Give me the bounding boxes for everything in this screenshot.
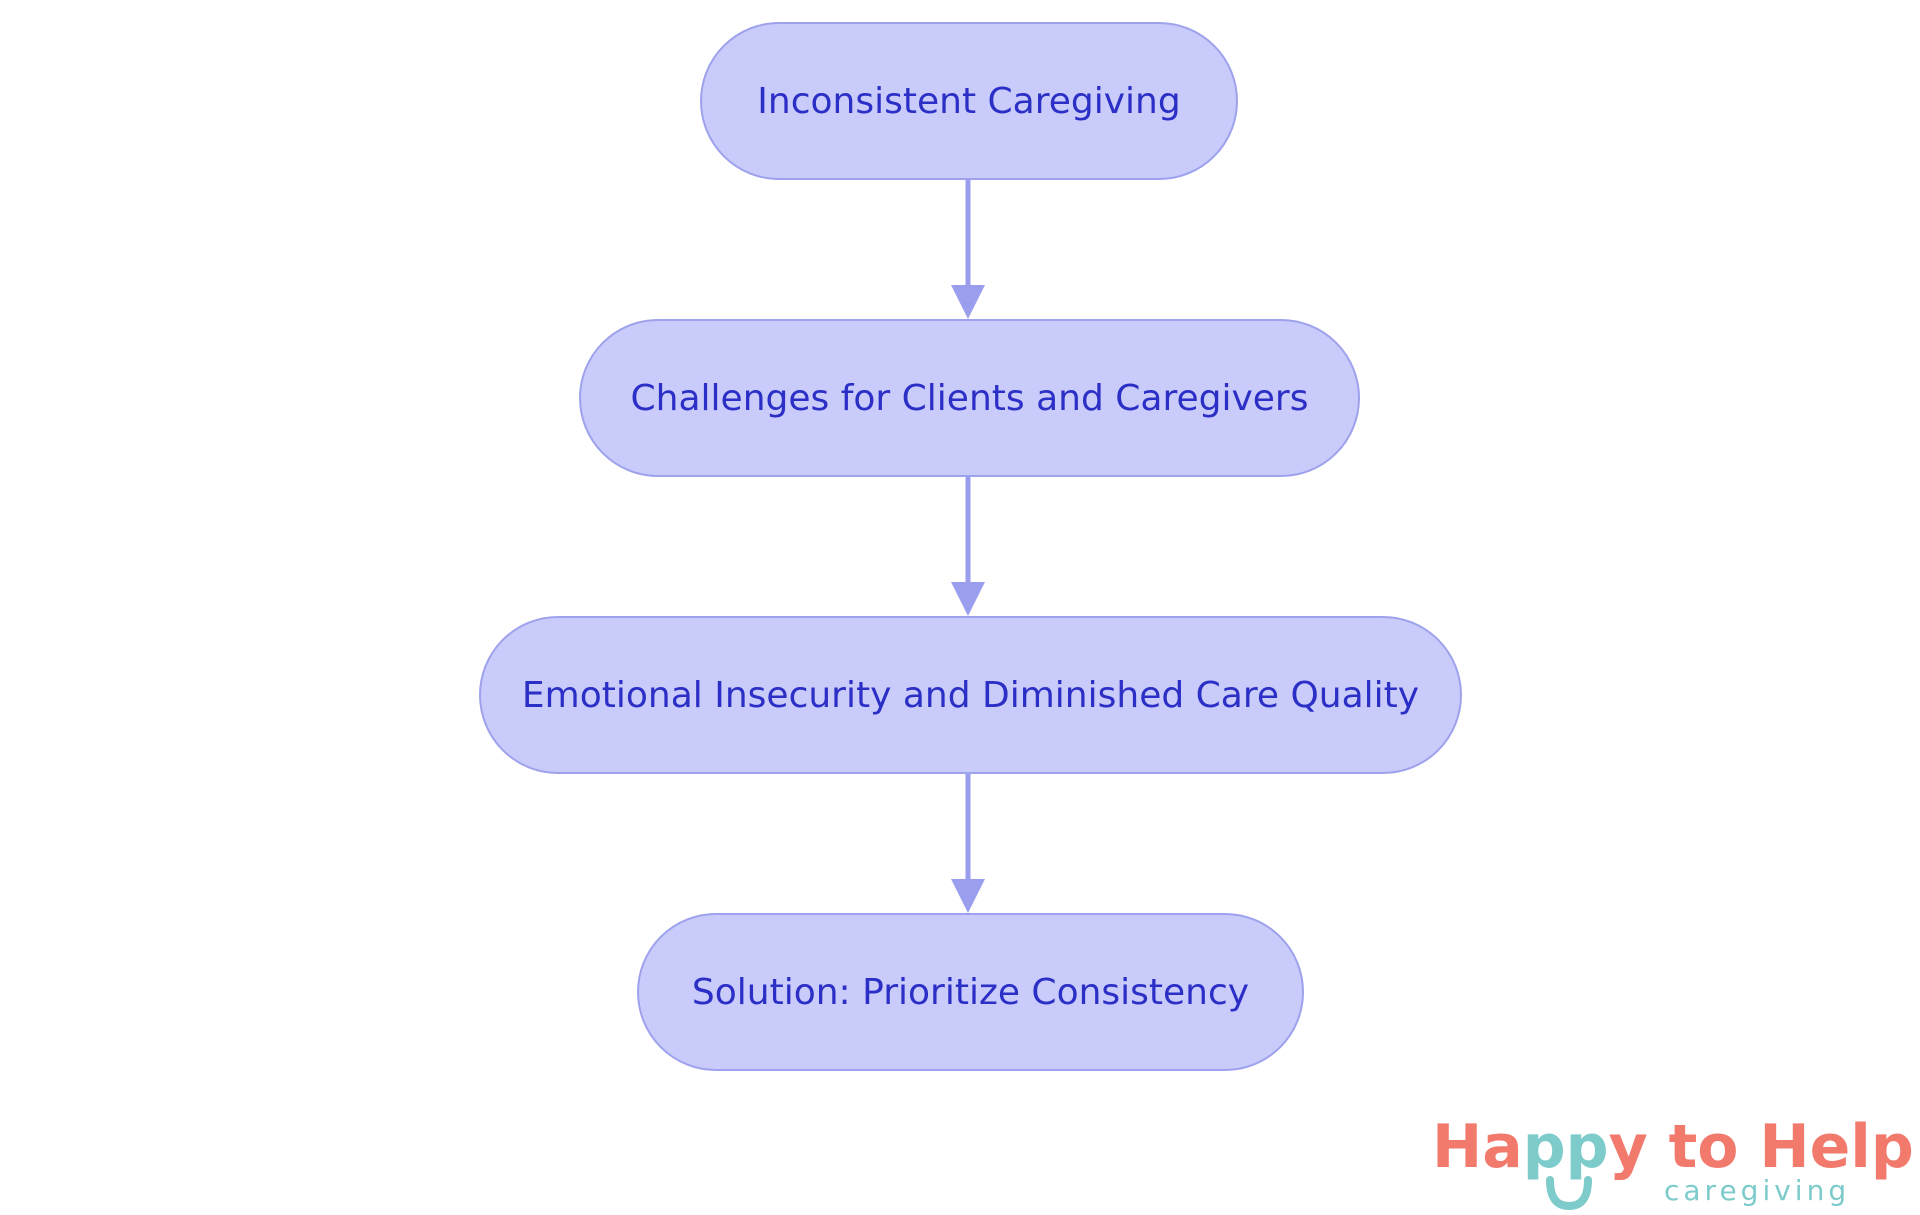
node-inconsistent-caregiving: Inconsistent Caregiving [700,22,1238,180]
node-label: Solution: Prioritize Consistency [691,971,1250,1013]
edge-arrow-2 [951,477,985,616]
node-label: Inconsistent Caregiving [757,80,1181,122]
smile-icon [1546,1176,1592,1211]
node-label: Emotional Insecurity and Diminished Care… [521,674,1420,716]
logo-part-3: y to Help [1608,1112,1914,1182]
edge-arrow-3 [951,774,985,913]
logo-part-1: Ha [1432,1112,1523,1182]
arrowhead-icon [951,879,985,913]
node-label: Challenges for Clients and Caregivers [630,377,1309,419]
node-solution-prioritize-consistency: Solution: Prioritize Consistency [637,913,1304,1071]
logo-wordmark: Happy to Help [1432,1112,1914,1182]
happy-to-help-logo: Happy to Help caregiving [1432,1112,1914,1212]
node-emotional-insecurity: Emotional Insecurity and Diminished Care… [479,616,1462,774]
arrowhead-icon [951,285,985,319]
edge-arrow-1 [951,180,985,319]
node-challenges-for-clients-and-caregivers: Challenges for Clients and Caregivers [579,319,1360,477]
arrowhead-icon [951,582,985,616]
logo-tagline: caregiving [1664,1174,1851,1207]
logo-part-2: pp [1522,1112,1609,1182]
